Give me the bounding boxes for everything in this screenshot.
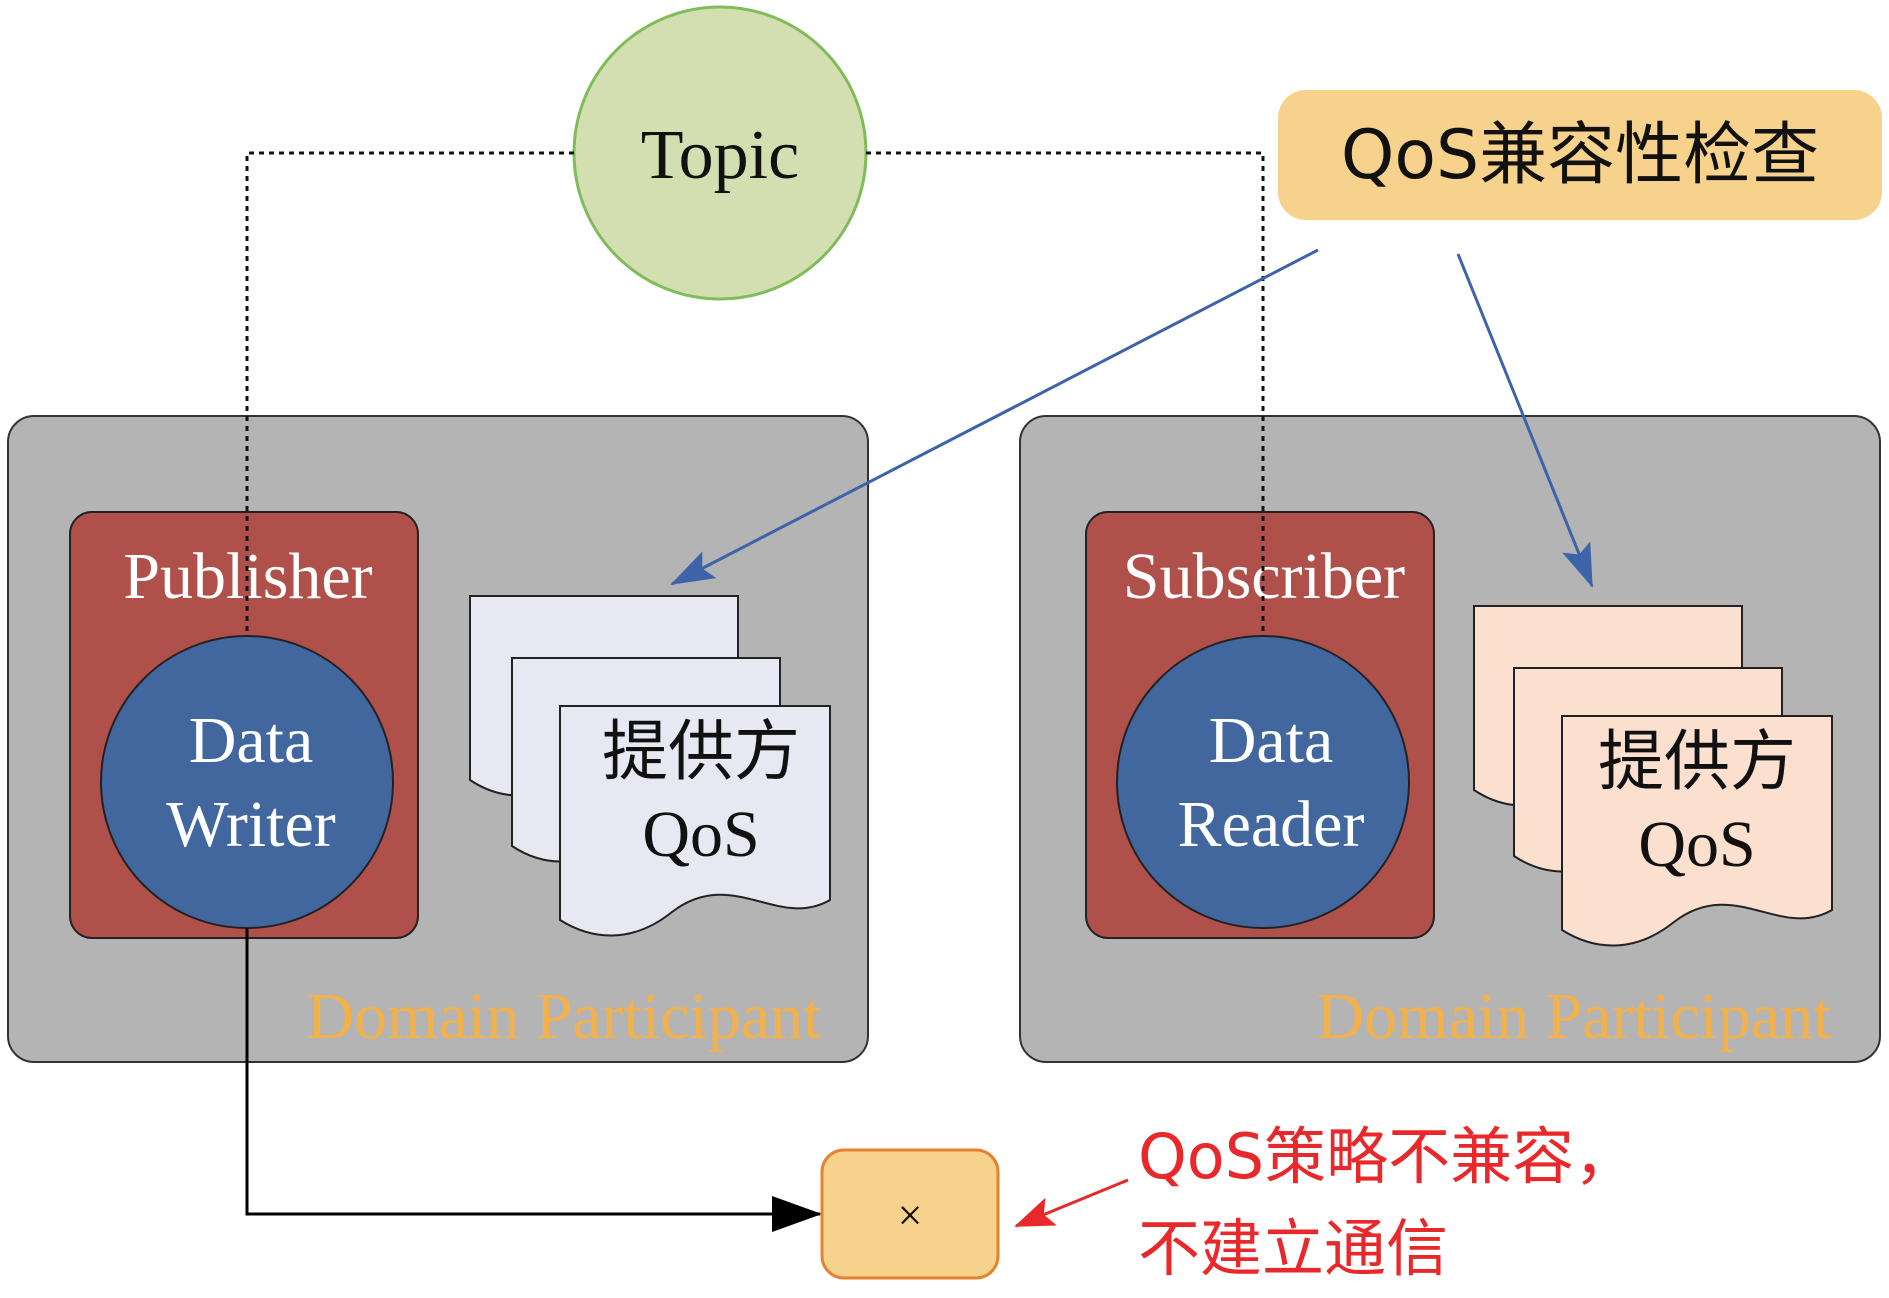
reject-symbol: × — [898, 1191, 923, 1240]
data-writer-label-line1: Data — [189, 704, 314, 777]
subscriber-qos-document-stack — [1473, 605, 1833, 947]
data-reader-label-line1: Data — [1209, 704, 1334, 777]
data-reader-circle — [1116, 635, 1410, 929]
subscriber-qos-line1: 提供方 — [1598, 723, 1796, 800]
subscriber-qos-page-front — [1561, 715, 1833, 947]
publisher-qos-document-stack — [469, 595, 831, 937]
publisher-participant-label: Domain Participant — [306, 980, 821, 1053]
check-to-subscriber-qos-arrow — [1456, 253, 1594, 588]
data-reader-label-line2: Reader — [1178, 788, 1365, 861]
qos-check-label: QoS兼容性检查 — [1341, 116, 1819, 195]
incompatible-note-line1: QoS策略不兼容， — [1138, 1120, 1636, 1193]
check-to-publisher-qos-arrow — [670, 248, 1319, 586]
topic-label: Topic — [641, 117, 799, 194]
incompatible-note-line2: 不建立通信 — [1138, 1212, 1448, 1285]
publisher-qos-line1: 提供方 — [602, 713, 800, 790]
data-writer-circle — [100, 635, 394, 929]
data-writer-label-line2: Writer — [166, 788, 336, 861]
subscriber-participant-label: Domain Participant — [1316, 980, 1831, 1053]
note-to-reject-arrow — [1014, 1178, 1129, 1228]
topic-to-reader-dashed-line — [866, 151, 1265, 636]
qos-check-box — [1278, 90, 1882, 220]
publisher-qos-page-front — [559, 705, 831, 937]
subscriber-qos-line2: QoS — [1638, 808, 1755, 881]
reject-box — [820, 1148, 1000, 1280]
writer-to-reject-arrow — [245, 928, 822, 1232]
publisher-qos-line2: QoS — [642, 798, 759, 871]
